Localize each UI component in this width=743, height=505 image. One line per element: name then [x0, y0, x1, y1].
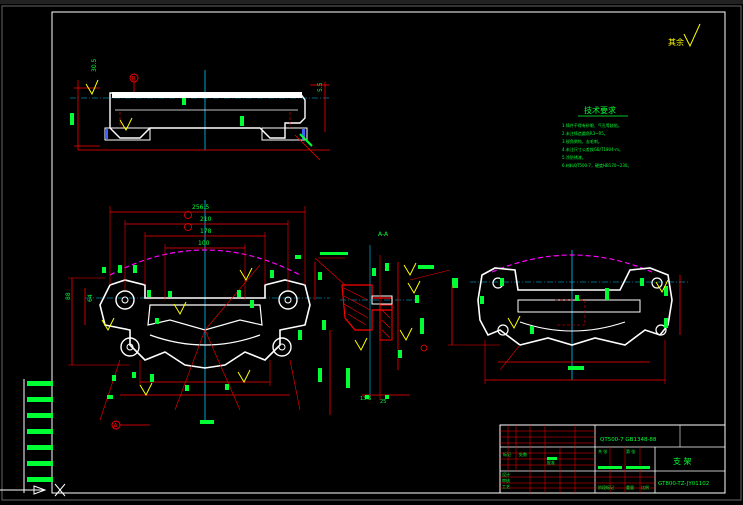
viewport-top-strip [0, 0, 743, 4]
title-label-approve: 批准 [547, 459, 555, 465]
dim-inner: 210 [200, 216, 212, 223]
tech-req-line-4: 4.未注尺寸公差按GB/T1804-m。 [562, 146, 623, 152]
dim-overall: 256.5 [192, 204, 209, 211]
title-drawing-number: GT800-TZ-JY01102 [658, 481, 709, 487]
section-label: A-A [378, 231, 389, 238]
title-code-line: QT500-7 GB1348-88 [600, 437, 657, 443]
drawing-border-outer [1, 5, 742, 501]
front-view: 256.5 210 178 100 88 64 [65, 200, 350, 430]
marker-a: A [114, 423, 119, 430]
tech-req-line-5: 5.涂防锈漆。 [562, 154, 586, 160]
binding-margin-blocks [23, 379, 53, 493]
title-label-sheet-of: 第 张 [626, 448, 635, 454]
tech-req-line-3: 3.锐角倒钝，去毛刺。 [562, 138, 602, 144]
roughness-label: 其余 [668, 37, 684, 47]
tech-req-title: 技术要求 [584, 105, 616, 115]
marker-b: B [132, 76, 136, 83]
title-label-weight: 重量 [626, 484, 634, 490]
ucs-axis-icon [0, 483, 66, 497]
title-label-scale: 比例 [641, 484, 649, 490]
title-label-stage: 阶段标记 [598, 484, 614, 490]
dim-top-right: 5.5 [317, 82, 324, 92]
title-label-mark: 标记 [503, 451, 511, 457]
top-view: 30.5 5.5 B [70, 58, 330, 161]
title-part-name: 支 架 [673, 456, 692, 466]
tech-req-line-6: 6.材料QT500-7，硬度HB170~230。 [562, 162, 631, 168]
section-a-a: A-A 25 13.5 [314, 231, 458, 405]
dim-top-left: 30.5 [91, 58, 98, 72]
dim-h1: 88 [65, 292, 72, 300]
tech-req-line-1: 1.铸件不得有砂眼、气孔等缺陷。 [562, 122, 622, 128]
title-label-zones: 处数 [519, 451, 527, 457]
roughness-mark: 其余 [668, 23, 701, 48]
rear-view [448, 250, 690, 384]
dim-section: 25 [380, 399, 386, 405]
tech-req-line-2: 2.未注铸造圆角R3~R5。 [562, 130, 608, 136]
title-label-check: 审核 [502, 477, 510, 483]
dim-mid: 178 [200, 228, 212, 235]
drawing-border-inner [51, 11, 726, 494]
title-label-design: 设计 [502, 471, 510, 477]
title-block: QT500-7 GB1348-88 支 架 GT800-TZ-JY01102 标… [499, 424, 726, 494]
title-label-process: 工艺 [502, 484, 510, 489]
dim-h2: 64 [87, 294, 94, 302]
dim-small: 100 [198, 240, 210, 247]
title-label-sheet: 共 张 [598, 448, 607, 454]
technical-requirements: 技术要求 1.铸件不得有砂眼、气孔等缺陷。 2.未注铸造圆角R3~R5。 3.锐… [562, 105, 631, 168]
